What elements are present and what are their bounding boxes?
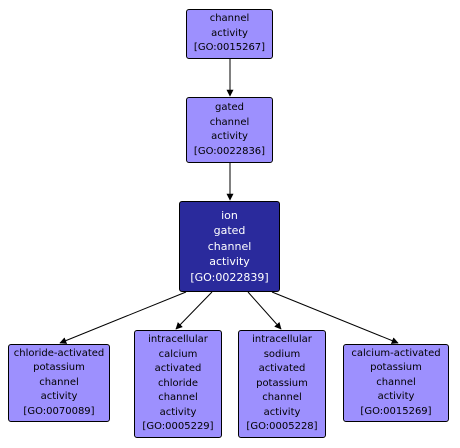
node-label-line: channel <box>262 392 302 404</box>
node-label-line: channel <box>158 392 198 404</box>
node-label-line: [GO:0015267] <box>193 42 266 54</box>
node-label-line: [GO:0005229] <box>142 421 214 433</box>
node-intracellular-calcium-activated-chloride-channel-activity[interactable]: intracellular calcium activated chloride cha… <box>134 330 222 438</box>
node-label-line: chloride-activated <box>13 347 105 359</box>
node-label-line: activated <box>154 363 202 375</box>
node-label-line: activity <box>211 27 248 39</box>
node-label-line: gated <box>213 224 246 238</box>
node-label-line: potassium <box>256 377 308 389</box>
node-label-line: intracellular <box>252 334 312 346</box>
node-label-line: activity <box>159 406 197 418</box>
node-channel-activity[interactable]: channel activity [GO:0015267] <box>186 9 273 59</box>
node-gated-channel-activity[interactable]: gated channel activity [GO:0022836] <box>186 97 273 163</box>
edge-ion-to-intracellular-calcium <box>175 291 213 330</box>
node-label-line: [GO:0015269] <box>360 405 432 417</box>
node-label-line: activity <box>211 131 248 142</box>
node-label-line: [GO:0022839] <box>190 270 269 284</box>
node-label-line: calcium <box>158 348 198 360</box>
node-label-line: activity <box>209 255 250 269</box>
node-label-line: chloride <box>157 377 199 389</box>
node-label-line: channel <box>209 13 250 25</box>
node-label-line: potassium <box>370 362 422 374</box>
node-label-line: channel <box>207 239 252 253</box>
node-label-line: ion <box>221 208 238 222</box>
node-label-line: gated <box>215 102 244 113</box>
node-chloride-activated-potassium-channel-activity[interactable]: chloride-activated potassium channel activi… <box>8 344 110 422</box>
node-label-line: [GO:0070089] <box>23 405 95 417</box>
node-label-line: activity <box>40 391 78 403</box>
node-intracellular-sodium-activated-potassium-channel-activity[interactable]: intracellular sodium activated potassium cha… <box>238 330 326 438</box>
node-label-line: potassium <box>33 362 85 374</box>
node-label-line: intracellular <box>148 334 208 346</box>
node-label-line: channel <box>39 376 79 388</box>
node-label-line: channel <box>209 116 250 128</box>
node-label-line: [GO:0022836] <box>193 145 266 157</box>
node-label-line: activity <box>377 391 415 403</box>
node-label-line: sodium <box>263 348 301 360</box>
node-label-line: activated <box>258 363 306 375</box>
node-label-line: calcium-activated <box>351 347 441 359</box>
node-label-line: [GO:0005228] <box>246 421 318 433</box>
node-label-line: channel <box>376 376 416 388</box>
edge-ion-to-chloride <box>59 291 187 344</box>
node-label-line: activity <box>263 406 301 418</box>
edge-ion-to-intracellular-sodium <box>247 291 282 330</box>
edge-ion-to-calcium-activated <box>271 291 399 344</box>
node-calcium-activated-potassium-channel-activity[interactable]: calcium-activated potassium channel activit… <box>343 344 449 422</box>
